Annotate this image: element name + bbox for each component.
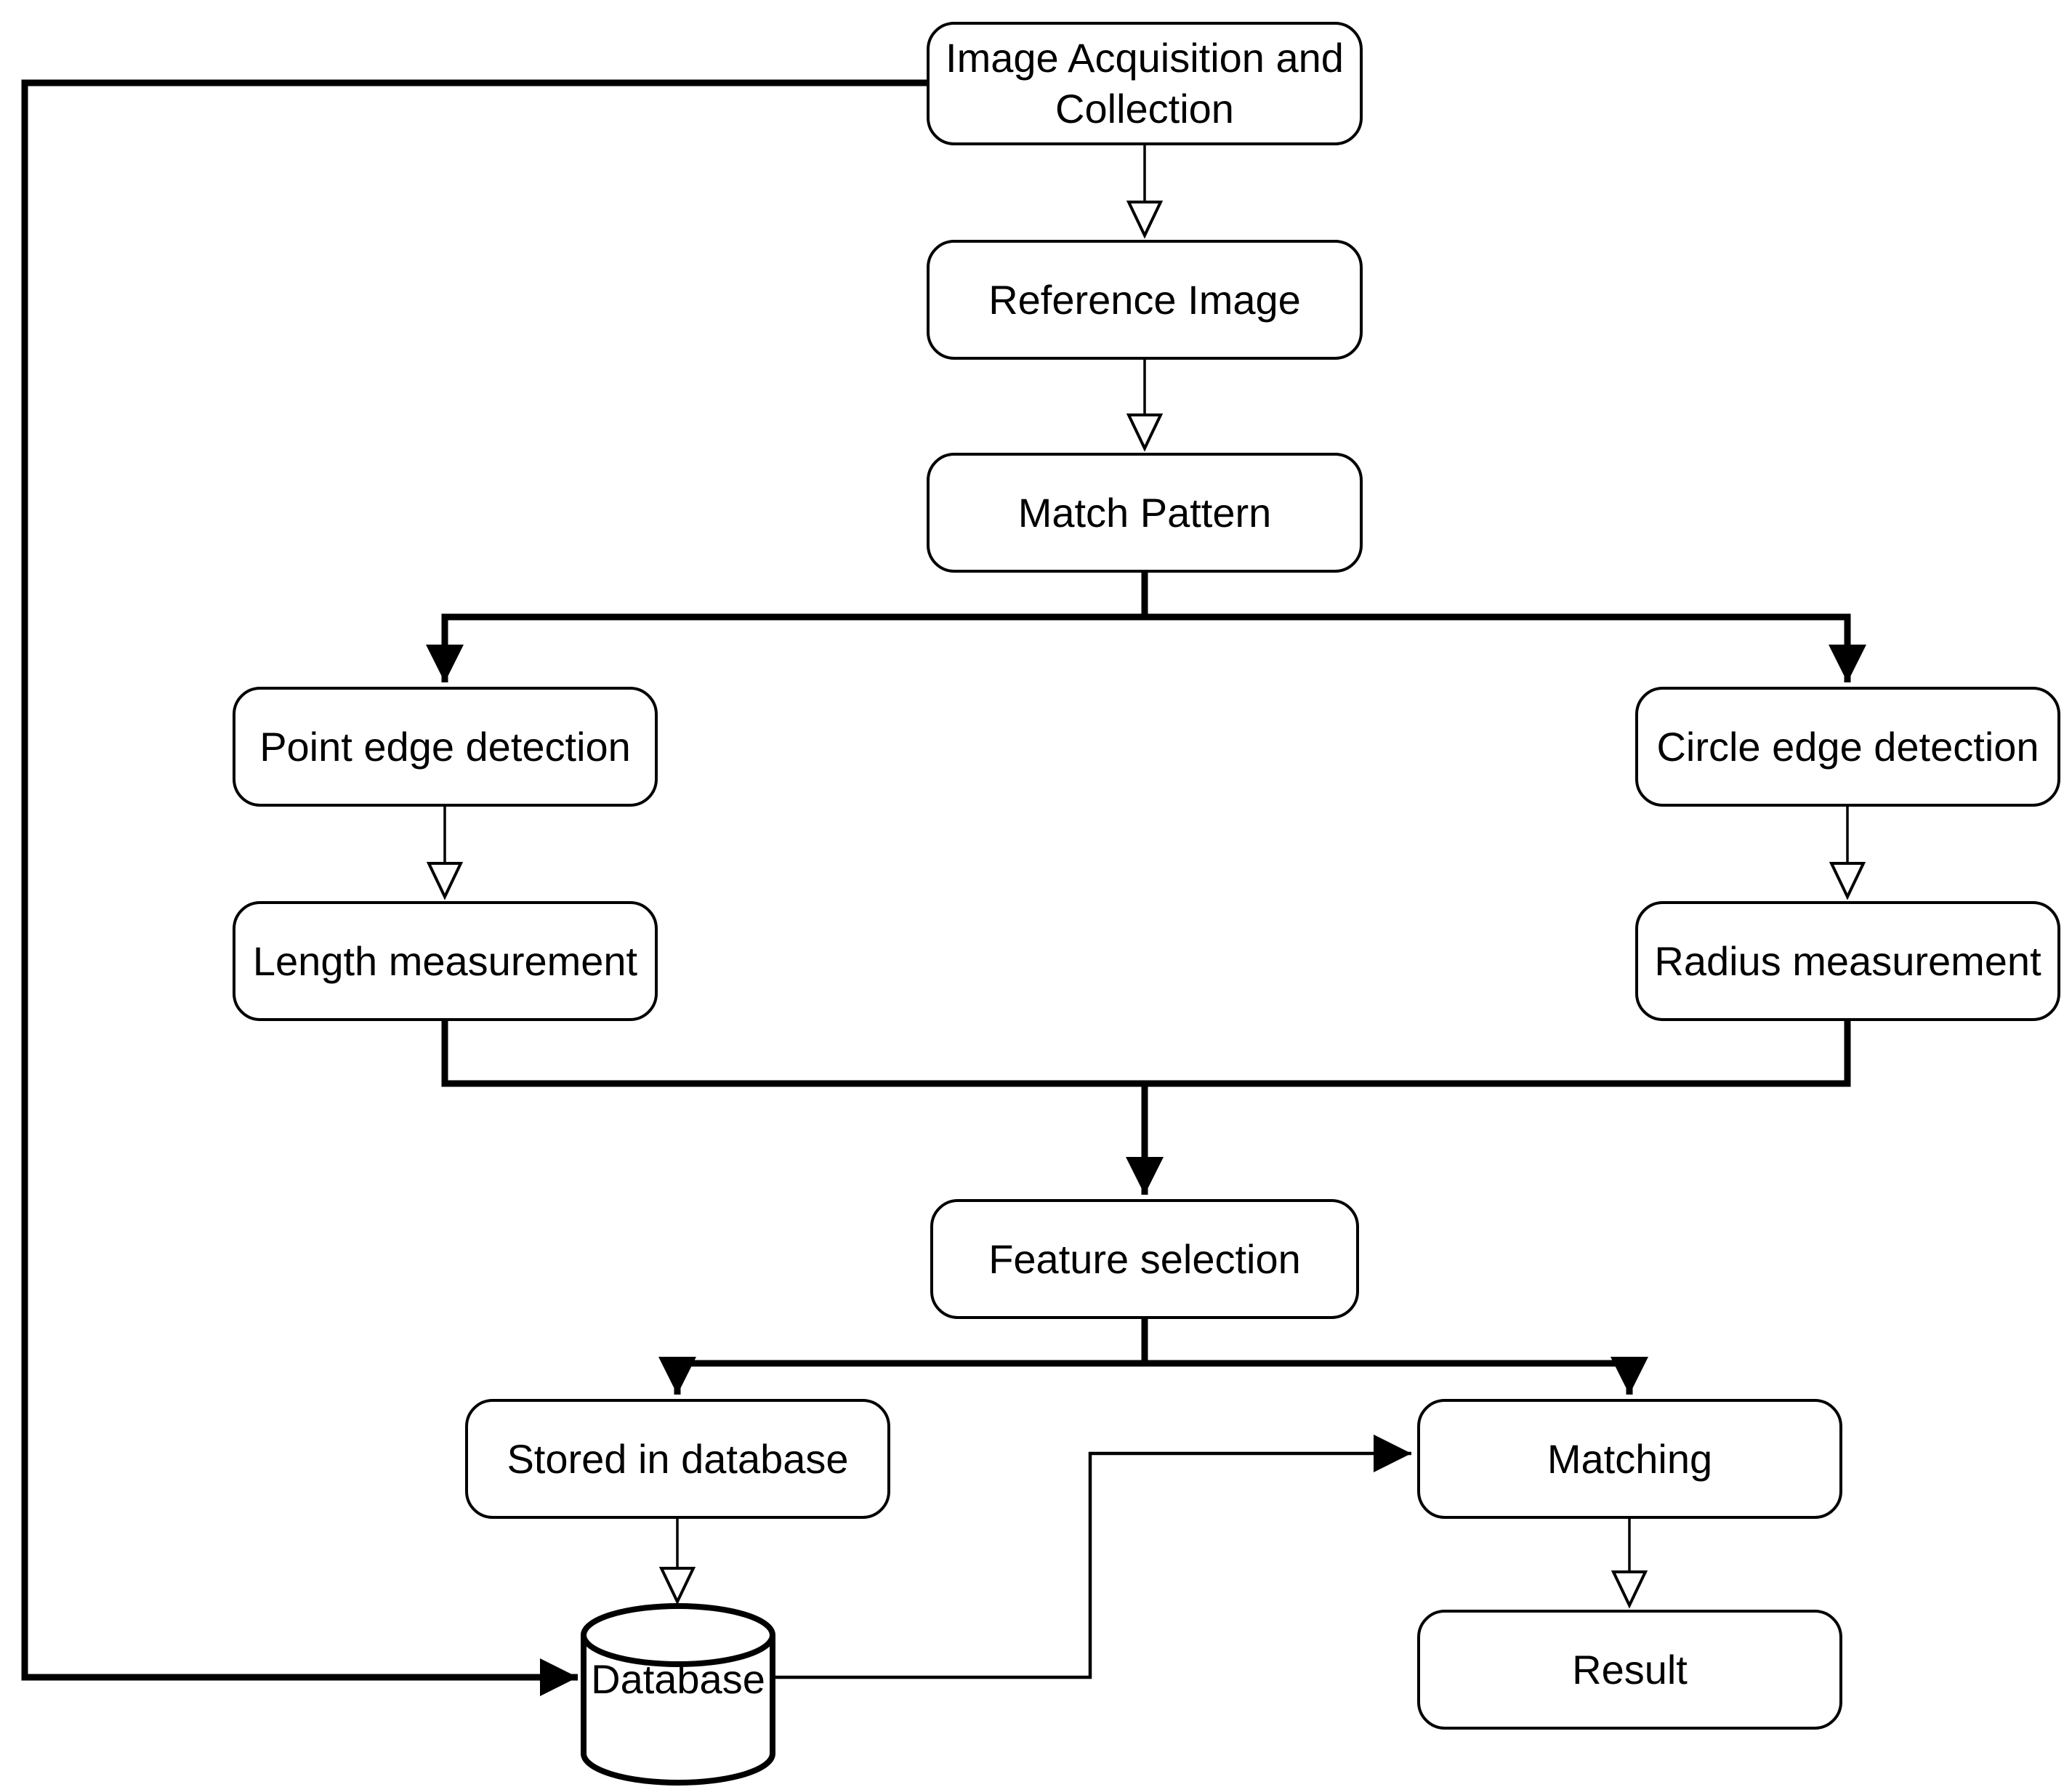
edge-feedback-loop-to-database xyxy=(21,79,927,1696)
node-length-measurement: Length measurement xyxy=(233,901,658,1021)
node-feature-selection: Feature selection xyxy=(930,1199,1359,1319)
node-radius-measurement: Radius measurement xyxy=(1635,901,2060,1021)
edge-feature-selection-branch xyxy=(658,1357,1648,1395)
edge-match-pattern-branch xyxy=(426,613,1866,682)
node-reference-image: Reference Image xyxy=(927,240,1363,360)
node-matching: Matching xyxy=(1417,1399,1842,1519)
node-stored-in-database: Stored in database xyxy=(465,1399,890,1519)
edge-database-to-matching xyxy=(773,1435,1411,1679)
node-circle-edge-detection: Circle edge detection xyxy=(1635,687,2060,807)
node-point-edge-detection: Point edge detection xyxy=(233,687,658,807)
node-database-label: Database xyxy=(591,1655,765,1702)
database-cylinder-shape xyxy=(581,1603,775,1786)
node-match-pattern: Match Pattern xyxy=(927,453,1363,573)
edge-measurement-merge xyxy=(441,1021,1851,1087)
node-result: Result xyxy=(1417,1610,1842,1730)
node-image-acquisition: Image Acquisition and Collection xyxy=(927,22,1363,145)
